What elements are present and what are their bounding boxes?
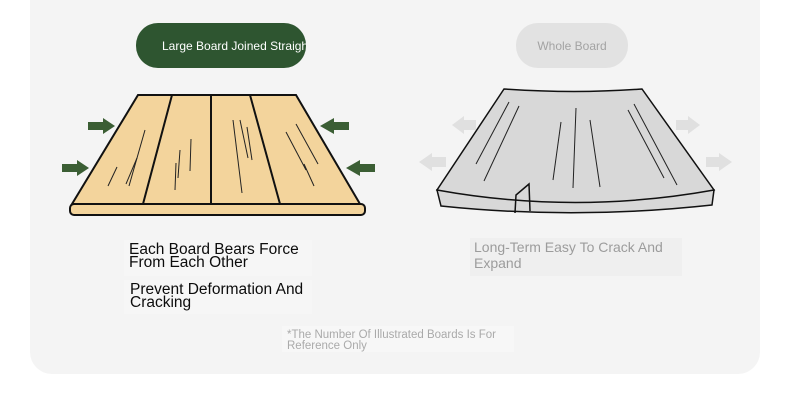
drawback-crack-expand: Long-Term Easy To Crack And Expand (470, 238, 682, 276)
arrow-right-icon (88, 118, 115, 134)
board-seam (142, 94, 173, 205)
joined-board-label-text: Large Board Joined Straight (162, 38, 306, 53)
whole-board-illustration (435, 88, 716, 214)
arrow-left-icon (320, 118, 349, 134)
wood-grain (107, 119, 319, 194)
board-seam (249, 94, 281, 205)
joined-board-base (69, 203, 366, 216)
arrow-left-icon (452, 116, 476, 134)
arrow-right-icon (676, 116, 700, 134)
joined-board-top (70, 94, 362, 205)
arrow-left-icon (419, 153, 446, 171)
benefit-force-sharing: Each Board Bears Force From Each Other (124, 240, 312, 276)
whole-board-label: Whole Board (516, 23, 628, 68)
arrow-left-icon (346, 160, 375, 176)
whole-board-top (435, 88, 716, 204)
joined-board-illustration (69, 94, 366, 216)
whole-board-label-text: Whole Board (537, 38, 607, 53)
arrow-right-icon (62, 160, 89, 176)
footnote: *The Number Of Illustrated Boards Is For… (282, 326, 514, 352)
joined-board-label: Large Board Joined Straight (136, 23, 306, 68)
benefit-prevent-deformation: Prevent Deformation And Cracking (124, 280, 312, 314)
arrow-right-icon (706, 153, 732, 171)
board-crack (514, 182, 531, 214)
wood-grain (475, 101, 678, 189)
